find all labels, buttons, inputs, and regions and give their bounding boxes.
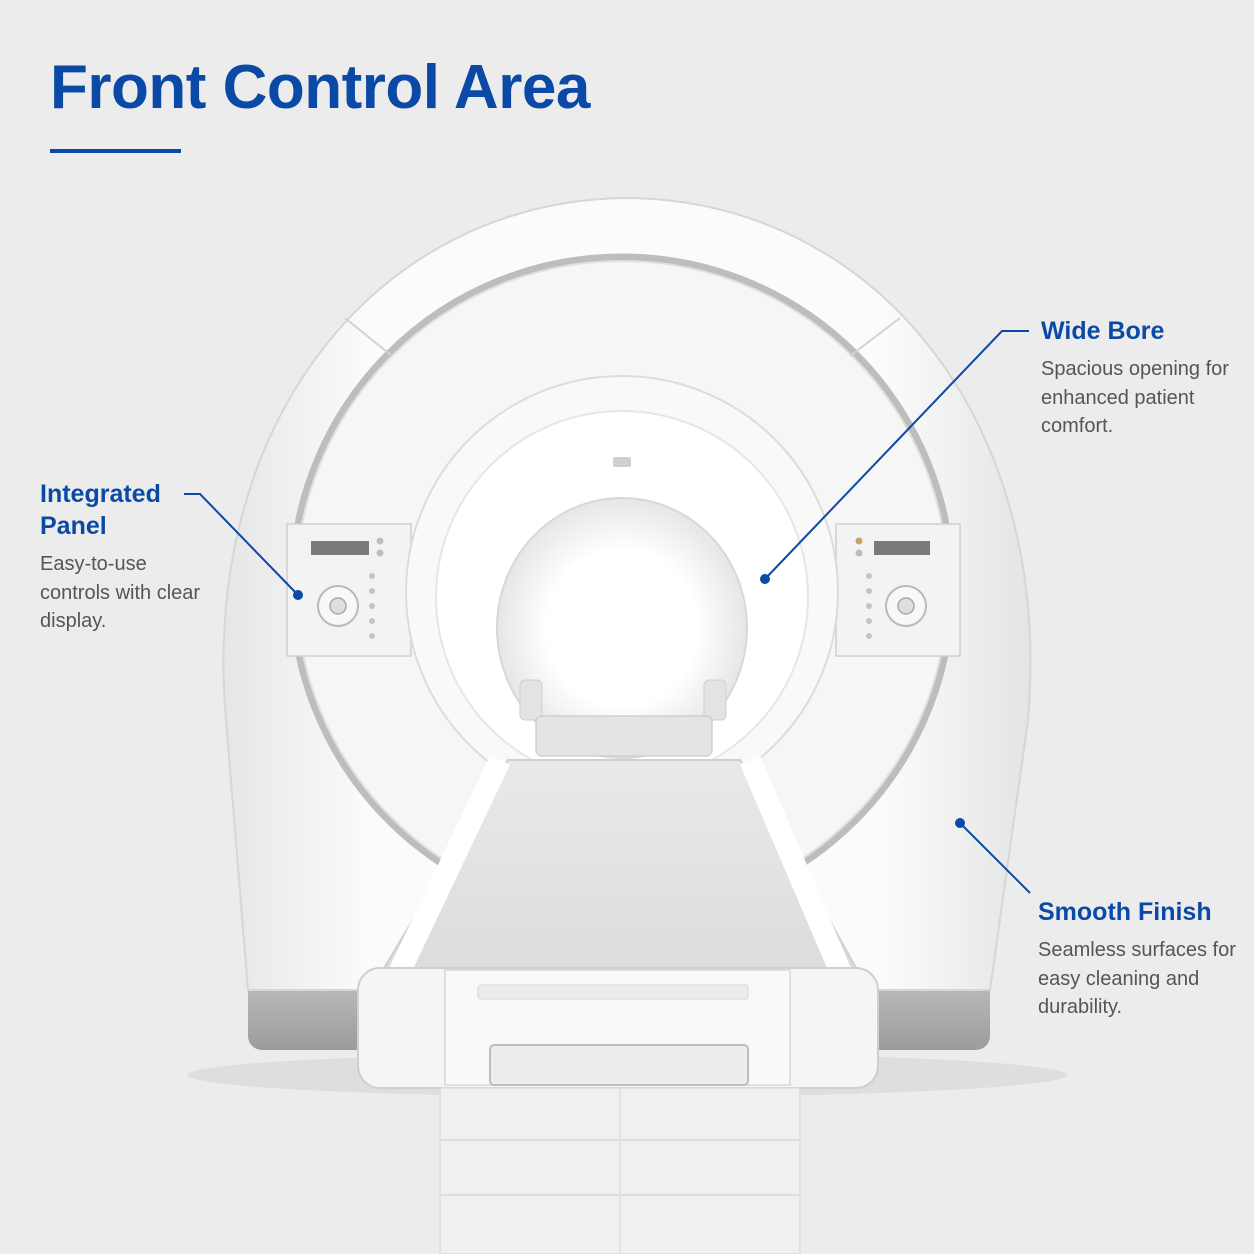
- left-panel-display: [311, 541, 369, 555]
- table-handle: [489, 1044, 749, 1086]
- smooth-finish-marker-dot: [955, 818, 965, 828]
- callout-smooth-finish: Smooth Finish Seamless surfaces for easy…: [1038, 896, 1238, 1022]
- callout-title: Integrated Panel: [40, 480, 161, 540]
- laser-marker: [613, 457, 631, 467]
- right-base-trim: [845, 978, 990, 1050]
- right-panel-display: [874, 541, 930, 555]
- callout-description: Easy-to-use controls with clear display.: [40, 553, 201, 632]
- wide-bore-marker-dot: [760, 574, 770, 584]
- page-title: Front Control Area: [50, 53, 590, 122]
- callout-title: Smooth Finish: [1038, 898, 1212, 926]
- wide-bore-leader: [764, 330, 1029, 580]
- callout-integrated-panel: Integrated Panel Easy-to-use controls wi…: [40, 478, 215, 636]
- callout-wide-bore: Wide Bore Spacious opening for enhanced …: [1041, 315, 1241, 441]
- bore-opening: [496, 497, 748, 759]
- callout-leaders: [184, 330, 1031, 894]
- callout-title: Wide Bore: [1041, 317, 1165, 345]
- callout-description: Seamless surfaces for easy cleaning and …: [1038, 939, 1236, 1018]
- integrated-panel-leader: [184, 493, 299, 596]
- title-underline: [50, 149, 181, 153]
- callout-description: Spacious opening for enhanced patient co…: [1041, 358, 1229, 437]
- smooth-finish-leader: [959, 822, 1031, 894]
- integrated-panel-marker-dot: [293, 590, 303, 600]
